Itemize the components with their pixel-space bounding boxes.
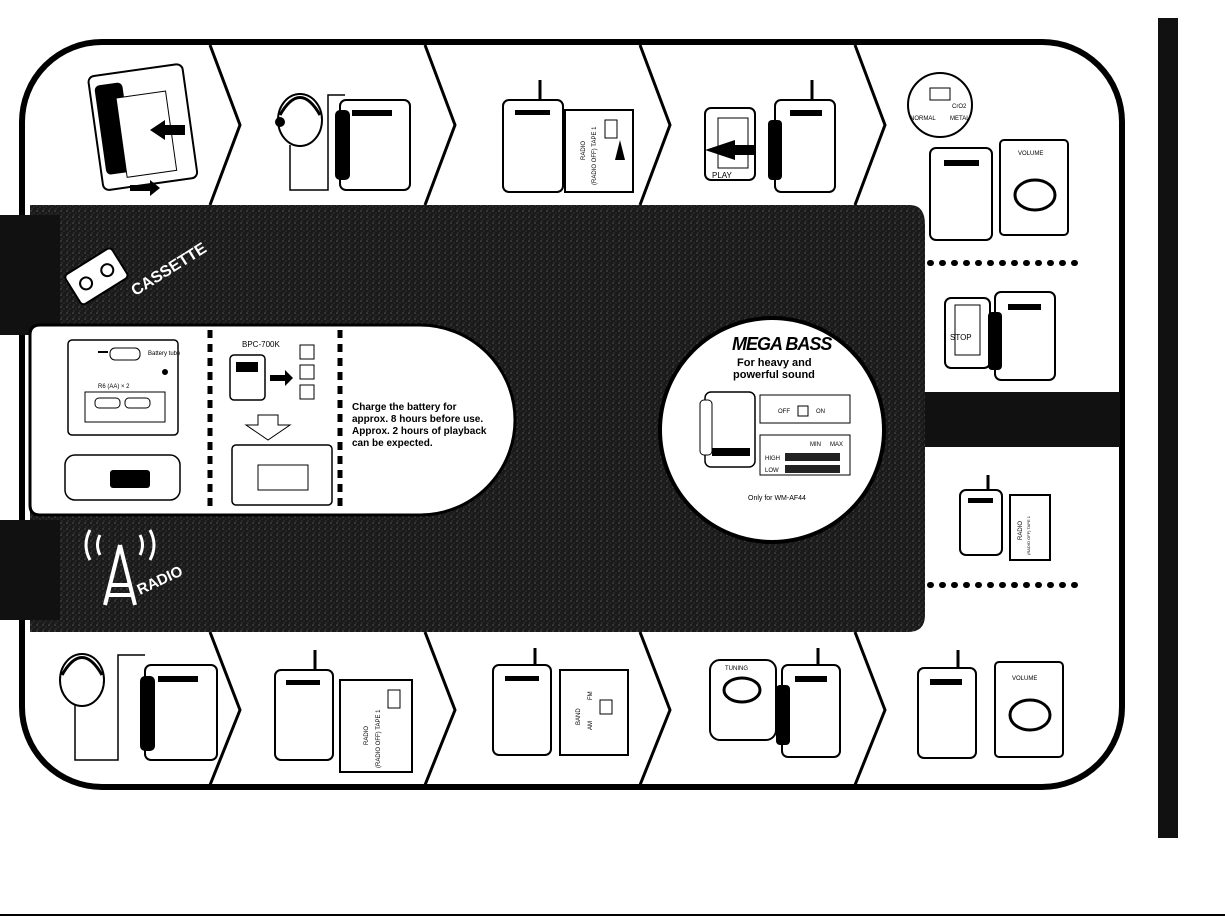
svg-text:CrO2: CrO2 [952,104,967,110]
svg-text:AM: AM [588,721,594,730]
stop-button-label: STOP [950,333,972,342]
step-set-radio-switch: RADIO (RADIO OFF) TAPE 1 [274,650,413,773]
right-dark-spur [925,392,1120,447]
step-connect-headphones-cassette [275,93,411,191]
mega-bass-device [699,391,756,468]
left-dark-arm-top [0,215,60,335]
svg-text:RADIO: RADIO [1018,521,1024,540]
step-set-radio-tape-switch: RADIO (RADIO OFF) TAPE 1 [502,80,634,193]
step-select-band: BAND AM FM [492,648,629,756]
bottom-row-chevrons [208,631,887,786]
step-press-play: PLAY [704,80,836,193]
svg-text:MIN: MIN [810,442,821,448]
scan-edge [1158,18,1178,838]
charge-note-line-1: Charge the battery for [352,402,457,413]
svg-text:(RADIO OFF) TAPE 1: (RADIO OFF) TAPE 1 [376,709,382,768]
step-stop: STOP [944,291,1056,381]
play-button-label: PLAY [712,171,733,180]
svg-text:HIGH: HIGH [765,456,780,462]
svg-text:(RADIO OFF) TAPE 1: (RADIO OFF) TAPE 1 [592,126,598,185]
svg-text:METAL: METAL [950,116,970,122]
volume-label-bottom: VOLUME [1012,676,1037,682]
left-dark-arm-bottom [0,520,60,620]
svg-text:(RADIO OFF) TAPE 1: (RADIO OFF) TAPE 1 [1026,515,1031,555]
svg-text:ON: ON [816,409,825,415]
battery-count-label: R6 (AA) × 2 [98,384,130,390]
mega-bass-footnote: Only for WM-AF44 [748,495,806,502]
step-radio-off: RADIO (RADIO OFF) TAPE 1 [959,475,1051,561]
svg-text:RADIO: RADIO [581,141,587,160]
step-select-tape-type: NORMAL CrO2 METAL VOLUME [907,72,1069,241]
step-insert-cassette [87,63,199,196]
mega-bass-level-control: MIN MAX HIGH LOW [759,434,851,476]
volume-label-top: VOLUME [1018,151,1043,157]
charge-note-line-2: approx. 8 hours before use. [352,414,483,425]
charge-note-line-4: can be expected. [352,438,433,449]
svg-text:LOW: LOW [765,468,779,474]
step-connect-headphones-radio [59,653,218,761]
step-adjust-volume: VOLUME [917,650,1064,759]
svg-text:RADIO: RADIO [364,726,370,745]
charger-model-label: BPC-700K [242,340,280,349]
svg-text:BAND: BAND [576,708,582,725]
mega-bass-switch: OFF ON [759,394,851,424]
charge-note-line-3: Approx. 2 hours of playback [352,426,487,437]
mega-bass-subtitle-1: For heavy and [737,357,812,369]
battery-tube-illustration: Battery tube R6 (AA) × 2 [67,339,181,436]
mega-bass-subtitle-2: powerful sound [733,369,815,381]
svg-text:OFF: OFF [778,409,790,415]
radio-antenna-icon [84,529,156,606]
battery-tube-label: Battery tube [148,351,181,357]
top-row-chevrons [208,44,887,206]
charging-base-illustration [64,454,181,501]
step-tune: TUNING [709,648,841,758]
svg-text:FM: FM [588,691,594,700]
mega-bass-panel [658,316,886,544]
tuning-label: TUNING [725,666,748,672]
charger-illustration: BPC-700K [229,340,333,506]
svg-text:MAX: MAX [830,442,843,448]
svg-text:NORMAL: NORMAL [910,116,936,122]
mega-bass-title: MEGA BASS [732,334,832,354]
